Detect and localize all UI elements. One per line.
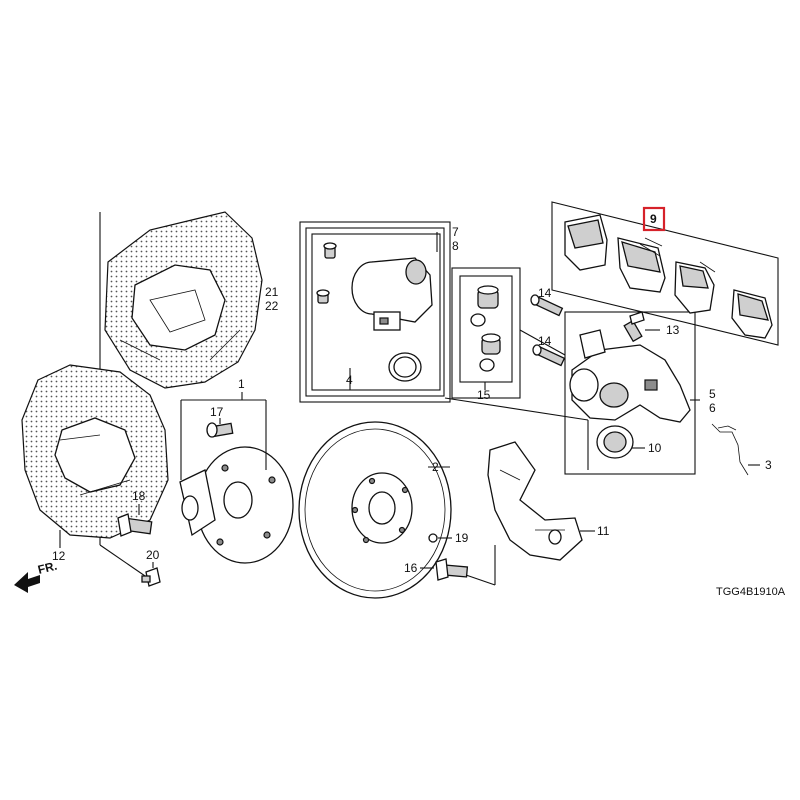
bracket-bolt-16: [435, 558, 469, 581]
assembly-box-outer: [299, 221, 451, 403]
label-4: 4: [346, 373, 353, 387]
bleeder-valve: [623, 311, 645, 343]
label-22: 22: [265, 299, 279, 313]
boot-lower: [481, 333, 501, 355]
label-21: 21: [265, 285, 279, 299]
label-6: 6: [709, 401, 716, 415]
brake-pad-4: [731, 289, 773, 339]
seal-ring-upper: [470, 313, 486, 327]
label-3: 3: [765, 458, 772, 472]
piston-seal: [596, 425, 634, 459]
label-11: 11: [597, 524, 610, 538]
diagram-code: TGG4B1910A: [716, 586, 786, 598]
seal-kit-box-inner: [459, 275, 513, 383]
label-8: 8: [452, 239, 459, 253]
label-15: 15: [477, 388, 491, 402]
label-14-lower: 14: [538, 334, 552, 348]
o-ring: [388, 352, 422, 382]
label-20: 20: [146, 548, 160, 562]
flange-bolt-20: [141, 567, 161, 587]
label-19: 19: [455, 531, 469, 545]
label-13: 13: [666, 323, 680, 337]
flange-bolt-18: [117, 513, 153, 537]
hub-bearing: [179, 446, 294, 564]
label-16: 16: [404, 561, 418, 575]
dust-shield-upper: [104, 211, 263, 389]
label-18: 18: [132, 489, 146, 503]
seal-kit-box-outer: [451, 267, 521, 399]
dust-shield-lower: [21, 364, 169, 539]
guide-pin-lower: [532, 344, 566, 367]
label-9: 9: [650, 212, 657, 226]
label-7: 7: [452, 225, 459, 239]
highlight-box: [642, 206, 666, 232]
label-10: 10: [648, 441, 662, 455]
label-17: 17: [210, 405, 224, 419]
label-12: 12: [52, 549, 66, 563]
assembly-box-4: [311, 233, 441, 391]
caliper-bracket: [487, 441, 583, 561]
brake-pad-1: [564, 214, 608, 271]
front-marker-label: FR.: [36, 559, 58, 577]
caliper-assembly-box: [564, 311, 696, 475]
guide-pin-upper: [530, 294, 564, 317]
part-labels: 1 2 3 4 5 6 7 8 9 10 11 12 13 14 14 15 1…: [52, 212, 772, 575]
pad-set-box: [551, 201, 779, 346]
seal-ring-lower: [479, 358, 495, 372]
label-5: 5: [709, 387, 716, 401]
assembly-box-inner: [305, 227, 445, 397]
caliper-body: [569, 329, 691, 423]
front-direction-marker: FR.: [14, 559, 58, 593]
parking-brake-motor: [351, 257, 433, 331]
brake-disc: [298, 421, 452, 599]
retainer-spring: [711, 423, 749, 476]
brake-pad-3: [674, 261, 716, 314]
boot-upper: [477, 285, 499, 309]
brake-pad-2: [617, 237, 666, 293]
hub-bolt: [206, 422, 234, 438]
bleeder-screw-19: [428, 533, 438, 543]
motor-bolt-upper: [323, 242, 337, 259]
label-14-upper: 14: [538, 286, 552, 300]
motor-bolt-lower: [316, 289, 330, 304]
label-2: 2: [432, 460, 439, 474]
label-1: 1: [238, 377, 245, 391]
